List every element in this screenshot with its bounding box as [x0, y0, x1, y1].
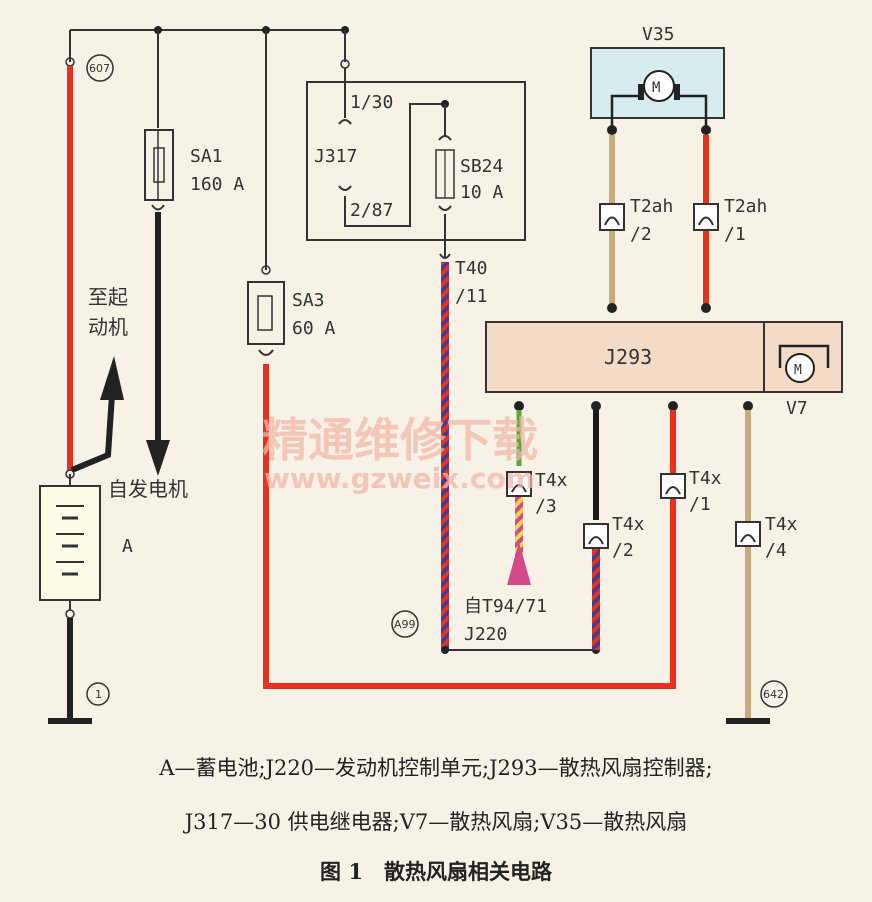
controller-j293: [485, 321, 843, 393]
label-t4x-3: T4x: [535, 470, 568, 491]
label-t40-pin: /11: [455, 286, 488, 307]
label-t2ah-left-pin: /2: [630, 224, 652, 245]
connector-t4x-3: [506, 471, 532, 497]
caption-legend-line2: J317—30 供电继电器;V7—散热风扇;V35—散热风扇: [184, 810, 688, 834]
label-battery: A: [122, 536, 133, 557]
label-t2ah-right-pin: /1: [724, 224, 746, 245]
connector-t2ah-2: [599, 203, 625, 231]
fuse-sa3: [247, 30, 676, 689]
label-to-starter-2: 动机: [88, 315, 128, 339]
figure-title: 图 1 散热风扇相关电路: [320, 859, 552, 884]
starter-arrow: [70, 356, 124, 473]
label-sa1: SA1: [190, 146, 223, 167]
ground-607: 607: [89, 62, 110, 75]
ground-1: 1: [95, 688, 102, 701]
label-from-t94: 自T94/71: [464, 596, 547, 617]
ground-642-symbol: [726, 718, 770, 724]
label-j293: J293: [604, 345, 652, 369]
label-from-t94-j220: J220: [464, 624, 507, 645]
fuse-sa1: [144, 30, 174, 476]
connector-t2ah-1: [693, 203, 719, 231]
watermark-url: www.gzweix.com: [264, 462, 535, 495]
label-t4x-2-pin: /2: [612, 540, 634, 561]
label-j317: J317: [314, 146, 357, 167]
top-bus: [69, 26, 349, 62]
connector-t4x-2: [583, 523, 609, 549]
connector-t4x-4: [735, 521, 761, 547]
label-t4x-3-pin: /3: [535, 496, 557, 517]
battery-red-wire: [65, 57, 75, 479]
label-sb24: SB24: [460, 156, 503, 177]
watermark-title: 精通维修下载: [262, 413, 538, 467]
label-t4x-1: T4x: [689, 468, 722, 489]
label-to-starter-1: 至起: [88, 285, 128, 309]
label-t2ah-left: T2ah: [630, 196, 673, 217]
fan-v35: [590, 47, 725, 128]
label-t4x-4: T4x: [765, 514, 798, 535]
label-sa1-rating: 160 A: [190, 174, 244, 195]
connector-t4x-1: [660, 473, 686, 499]
label-sb24-rating: 10 A: [460, 182, 504, 203]
label-sa3: SA3: [292, 290, 325, 311]
motor-v7-symbol: M: [794, 363, 802, 378]
label-from-generator: 自发电机: [108, 477, 188, 501]
wires-j293-lower: [507, 401, 753, 722]
label-j317-pin87: 2/87: [350, 200, 393, 221]
label-v35: V35: [642, 24, 675, 45]
label-sa3-rating: 60 A: [292, 318, 336, 339]
caption-legend-line1: A—蓄电池;J220—发动机控制单元;J293—散热风扇控制器;: [159, 756, 713, 780]
label-t4x-2: T4x: [612, 514, 645, 535]
motor-v35-symbol: M: [652, 80, 660, 96]
label-t4x-4-pin: /4: [765, 540, 787, 561]
label-t4x-1-pin: /1: [689, 494, 711, 515]
relay-box-j317: [306, 30, 526, 258]
label-v7: V7: [786, 398, 808, 419]
connector-a99: A99: [394, 618, 416, 631]
label-j317-pin30: 1/30: [350, 92, 393, 113]
ground-circles: [86, 54, 788, 708]
ground-642: 642: [763, 688, 784, 701]
label-t40: T40: [455, 258, 488, 279]
label-t2ah-right: T2ah: [724, 196, 767, 217]
battery-a: [39, 474, 101, 724]
